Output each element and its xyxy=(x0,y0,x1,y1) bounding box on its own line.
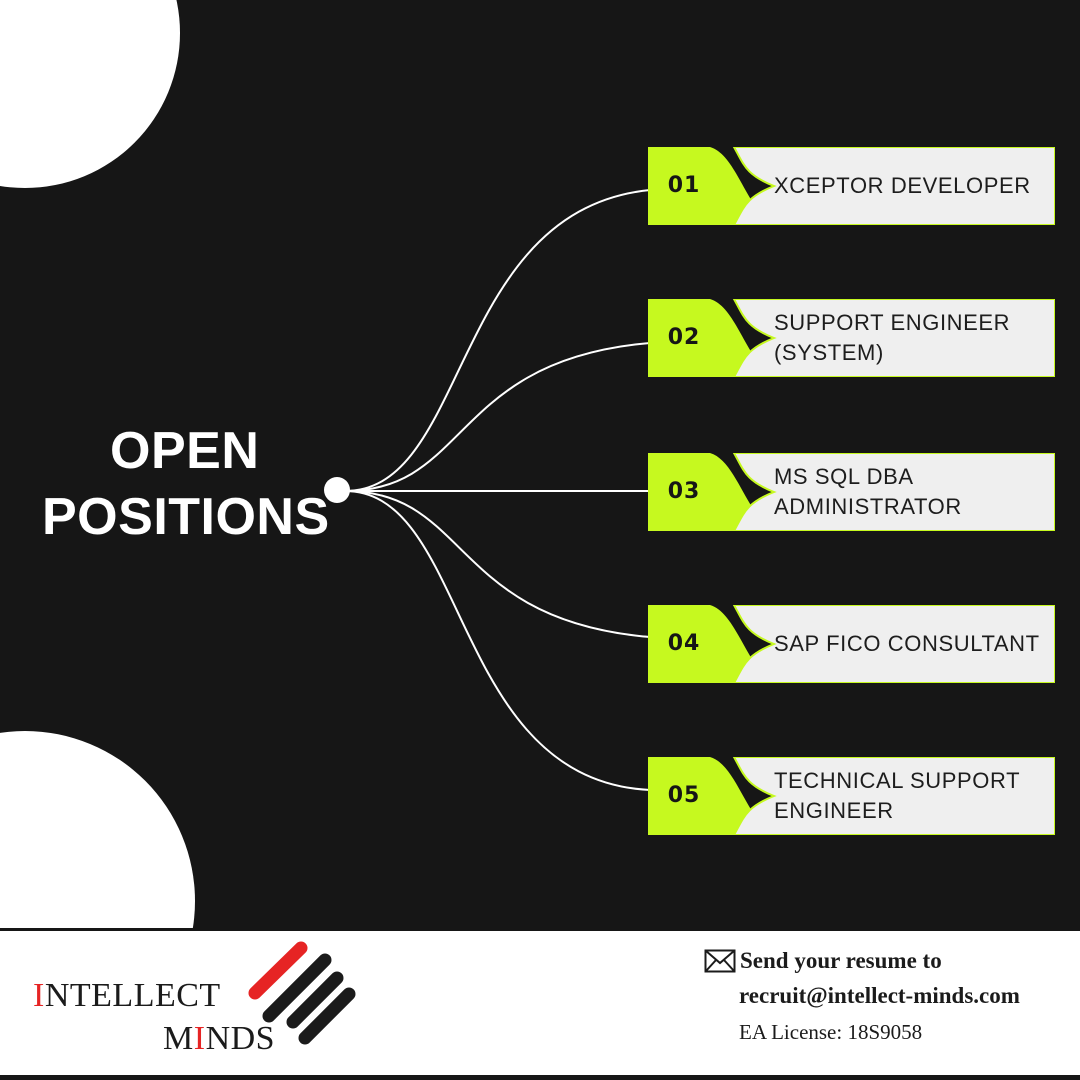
footer-divider xyxy=(0,928,1080,931)
connector-lines xyxy=(344,189,651,791)
logo-text-line-1: INTELLECT xyxy=(33,977,221,1015)
dark-panel: OPEN POSITIONS 01 XCEPTOR DEVELOPER 02 S… xyxy=(0,0,1080,928)
logo-letters-nds: NDS xyxy=(205,1020,276,1057)
footer xyxy=(0,928,1080,1080)
position-title: SAP FICO CONSULTANT xyxy=(774,631,1040,656)
position-item-04: 04 SAP FICO CONSULTANT xyxy=(648,605,1055,683)
logo-letter-i-red: I xyxy=(193,1020,206,1057)
send-resume-text: Send your resume to xyxy=(740,948,942,973)
connector-line-01 xyxy=(344,189,651,492)
position-number: 03 xyxy=(667,479,701,504)
position-item-05: 05 TECHNICAL SUPPORT ENGINEER xyxy=(648,757,1055,835)
position-title: SUPPORT ENGINEER (SYSTEM) xyxy=(774,310,1011,365)
position-number: 05 xyxy=(667,783,701,808)
position-title: TECHNICAL SUPPORT ENGINEER xyxy=(774,768,1020,823)
position-item-03: 03 MS SQL DBA ADMINISTRATOR xyxy=(648,453,1055,531)
logo-letter-m: M xyxy=(163,1020,194,1057)
ea-license: EA License: 18S9058 xyxy=(739,1020,923,1044)
position-title: MS SQL DBA ADMINISTRATOR xyxy=(774,464,962,519)
position-card-shape xyxy=(648,147,1055,225)
connector-line-02 xyxy=(344,342,651,492)
position-item-01: 01 XCEPTOR DEVELOPER xyxy=(648,147,1055,225)
logo-text-line-2: MINDS xyxy=(163,1020,275,1058)
heading-line-1: OPEN xyxy=(110,422,260,480)
position-title: XCEPTOR DEVELOPER xyxy=(774,173,1031,198)
position-item-02: 02 SUPPORT ENGINEER (SYSTEM) xyxy=(648,299,1055,377)
heading-line-2: POSITIONS xyxy=(42,488,330,546)
contact-line-1: Send your resume to xyxy=(704,944,1020,978)
logo-stripes-icon xyxy=(248,941,356,1045)
open-positions-heading: OPEN POSITIONS xyxy=(42,418,332,550)
position-card-shape xyxy=(648,453,1055,531)
envelope-icon xyxy=(704,949,736,973)
position-card-shape xyxy=(648,757,1055,835)
hub-node xyxy=(324,477,350,503)
position-card-shape xyxy=(648,605,1055,683)
logo-letter-i: I xyxy=(33,977,45,1014)
position-card-shape xyxy=(648,299,1055,377)
footer-bottom-border xyxy=(0,1075,1080,1080)
contact-email[interactable]: recruit@intellect-minds.com xyxy=(739,983,1020,1008)
position-number: 01 xyxy=(667,173,701,198)
connector-line-05 xyxy=(344,490,651,791)
position-number: 04 xyxy=(667,631,701,656)
connector-line-04 xyxy=(344,490,651,638)
logo-word-intellect: NTELLECT xyxy=(44,977,221,1014)
contact-block: Send your resume to recruit@intellect-mi… xyxy=(704,944,1020,1050)
position-number: 02 xyxy=(667,325,701,350)
